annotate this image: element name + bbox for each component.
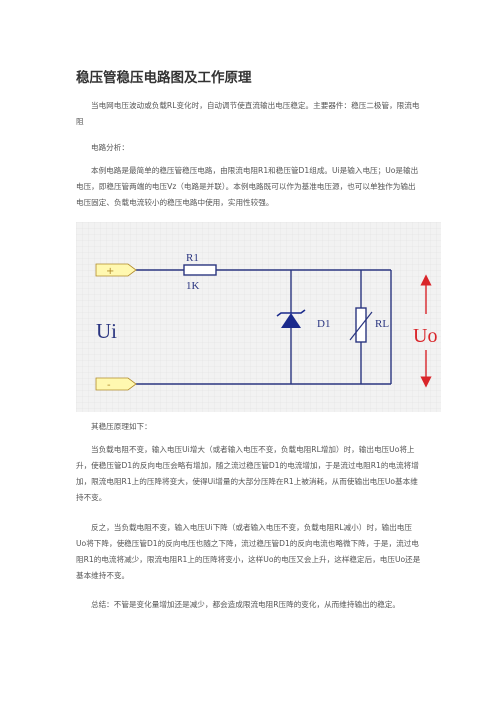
input-voltage-label: Ui bbox=[96, 319, 117, 343]
case-increase-paragraph: 当负载电阻不变，输入电压Ui增大（或者输入电压不变，负载电阻RL增加）时，输出电… bbox=[76, 445, 419, 502]
resistor-name-label: R1 bbox=[186, 252, 199, 264]
load-variable-arrow bbox=[349, 311, 373, 341]
description-paragraph: 本例电路是最简单的稳压管稳压电路，由限流电阻R1和稳压管D1组成。Ui是输入电压… bbox=[76, 166, 419, 207]
output-voltage-label: Uo bbox=[413, 325, 437, 347]
plus-terminal bbox=[95, 263, 137, 277]
analysis-label: 电路分析： bbox=[91, 143, 129, 152]
principle-label: 其稳压原理如下： bbox=[91, 422, 152, 431]
case-decrease-paragraph: 反之，当负载电阻不变，输入电压Ui下降（或者输入电压不变，负载电阻RL减小）时，… bbox=[76, 523, 421, 580]
page-title: 稳压管稳压电路图及工作原理 bbox=[76, 70, 252, 86]
load-resistor-rl bbox=[355, 307, 367, 343]
load-label: RL bbox=[375, 318, 389, 330]
resistor-value-label: 1K bbox=[186, 280, 200, 292]
diode-label: D1 bbox=[317, 318, 330, 330]
minus-label: - bbox=[107, 380, 111, 391]
zener-diode-bar bbox=[276, 309, 306, 317]
diagram-grid bbox=[76, 222, 441, 412]
circuit-diagram: + - Ui R1 1K D1 RL Uo bbox=[76, 222, 441, 412]
resistor-r1 bbox=[183, 264, 217, 276]
summary-paragraph: 总结：不管是变化量增加还是减少，都会造成限流电阻R压降的变化，从而维持输出的稳定… bbox=[91, 600, 401, 609]
minus-terminal bbox=[95, 377, 137, 391]
intro-paragraph: 当电网电压波动或负载RL变化时，自动调节使直流输出电压稳定。主要器件：稳压二极管… bbox=[76, 101, 420, 126]
plus-label: + bbox=[106, 266, 114, 277]
zener-diode-triangle bbox=[281, 313, 301, 328]
